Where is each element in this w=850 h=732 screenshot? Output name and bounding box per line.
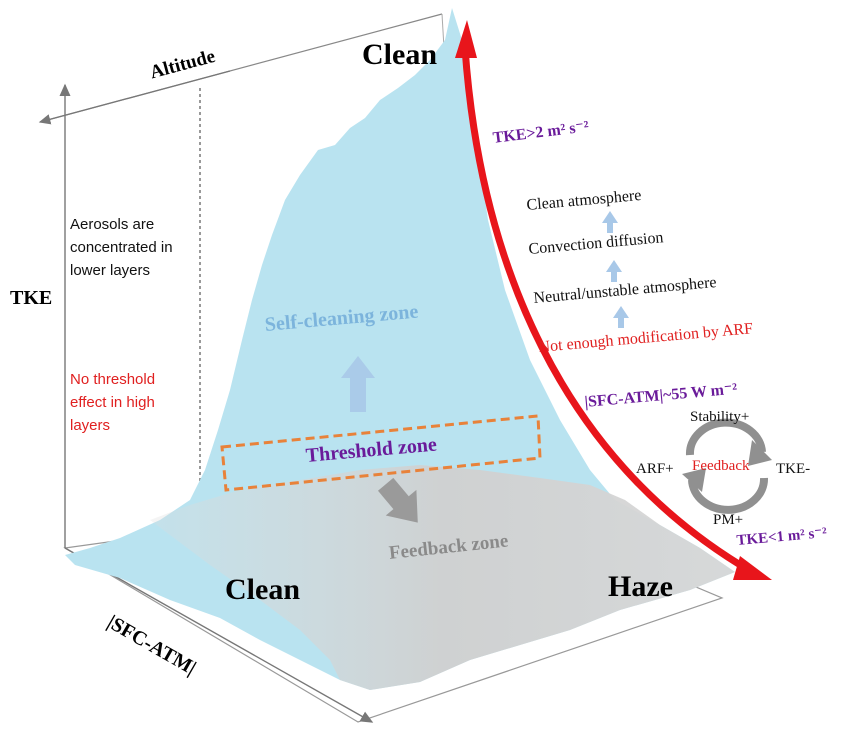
cycle-label-pm: PM+ (713, 512, 744, 528)
threshold-zone-box (220, 414, 542, 492)
label-haze: Haze (608, 570, 673, 603)
small-up-arrow-3 (613, 306, 629, 328)
cycle-label-feedback: Feedback (692, 458, 750, 474)
feedback-surface (150, 465, 735, 690)
no-threshold-line-2: effect in high (70, 394, 155, 411)
no-threshold-line-3: layers (70, 417, 111, 434)
red-arrow-head-bottom (733, 556, 772, 580)
feedback-arrow (377, 477, 418, 523)
cycle-label-tke: TKE- (776, 461, 811, 477)
sfc-atm-axis-line (64, 547, 374, 723)
red-arrow-head-top (455, 20, 477, 58)
aerosols-line-1: Aerosols are (70, 216, 155, 233)
label-clean-top: Clean (362, 38, 437, 71)
feedback-cycle-icon (682, 418, 772, 514)
cycle-label-stability: Stability+ (690, 409, 750, 425)
label-tke-axis: TKE (10, 287, 53, 309)
self-cleaning-arrow (341, 356, 375, 412)
small-up-arrow-1 (602, 211, 618, 233)
red-curve-arrow (461, 47, 754, 576)
label-clean-bottom: Clean (225, 573, 300, 606)
small-up-arrow-2 (606, 260, 622, 282)
aerosols-line-2: concentrated in (70, 239, 173, 256)
aerosols-line-3: lower layers (70, 262, 151, 279)
no-threshold-line-1: No threshold (70, 371, 156, 388)
altitude-axis-arrow (38, 70, 231, 125)
cycle-label-arf: ARF+ (636, 461, 674, 477)
